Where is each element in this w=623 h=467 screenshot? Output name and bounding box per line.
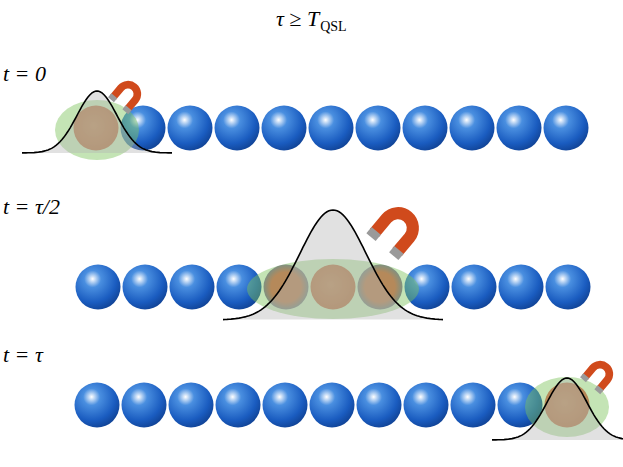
spin (357, 383, 402, 428)
spin-row (22, 78, 589, 160)
magnet (580, 358, 616, 394)
spin (546, 265, 591, 310)
spin (215, 106, 260, 151)
spin (544, 106, 589, 151)
spin (76, 265, 121, 310)
spin-row (76, 203, 591, 319)
spin (310, 383, 355, 428)
spin (262, 106, 307, 151)
spin-row (75, 358, 623, 440)
spin (356, 106, 401, 151)
spin (309, 106, 354, 151)
time-label: t = τ (3, 344, 43, 366)
magnet (108, 78, 144, 114)
magnet (366, 203, 423, 260)
spin (451, 383, 496, 428)
time-label: t = τ/2 (3, 196, 60, 218)
spin (168, 106, 213, 151)
spin (263, 383, 308, 428)
title: τ ≥ T (276, 8, 319, 30)
spin (450, 106, 495, 151)
spin (216, 383, 261, 428)
spin (499, 265, 544, 310)
subscript: QSL (320, 20, 346, 34)
spin (404, 383, 449, 428)
spin (403, 106, 448, 151)
spin (452, 265, 497, 310)
spin (123, 265, 168, 310)
time-label: t = 0 (3, 63, 46, 85)
spin (169, 383, 214, 428)
spin (122, 383, 167, 428)
wavepacket (22, 91, 172, 153)
spin (75, 383, 120, 428)
spin (170, 265, 215, 310)
wavepacket-fill (22, 91, 172, 153)
spin (497, 106, 542, 151)
